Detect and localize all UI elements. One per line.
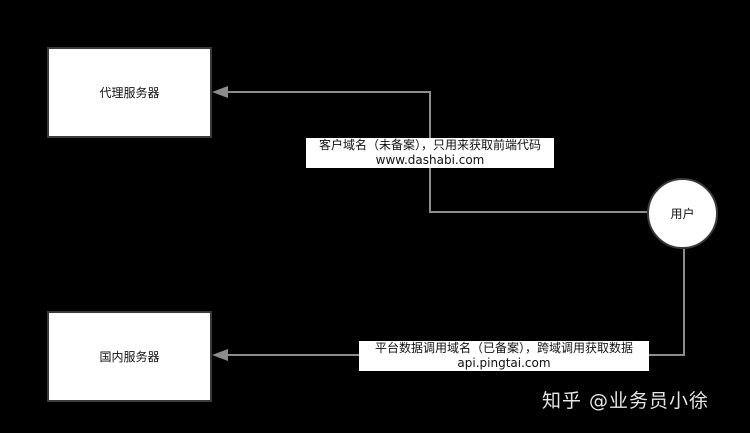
edge-label-client-domain-desc: 客户域名（未备案），只用来获取前端代码 [318,138,541,152]
arrowhead-domestic [212,349,228,361]
domestic-server-label: 国内服务器 [99,350,160,364]
edge-label-client-domain-url: www.dashabi.com [375,153,485,167]
user-node: 用户 [647,178,718,249]
arrowhead-proxy [212,86,228,98]
edge-label-client-domain: 客户域名（未备案），只用来获取前端代码 www.dashabi.com [306,138,554,168]
proxy-server-label: 代理服务器 [99,86,160,100]
edge-label-platform-domain-desc: 平台数据调用域名（已备案），跨域调用获取数据 [374,341,633,355]
domestic-server-node: 国内服务器 [47,311,212,402]
edge-label-platform-domain: 平台数据调用域名（已备案），跨域调用获取数据 api.pingtai.com [359,341,649,371]
user-label: 用户 [670,207,695,221]
edge-label-platform-domain-url: api.pingtai.com [457,356,551,370]
connector-user-to-domestic [228,249,685,356]
watermark: 知乎 @业务员小徐 [542,390,710,412]
proxy-server-node: 代理服务器 [47,47,212,138]
